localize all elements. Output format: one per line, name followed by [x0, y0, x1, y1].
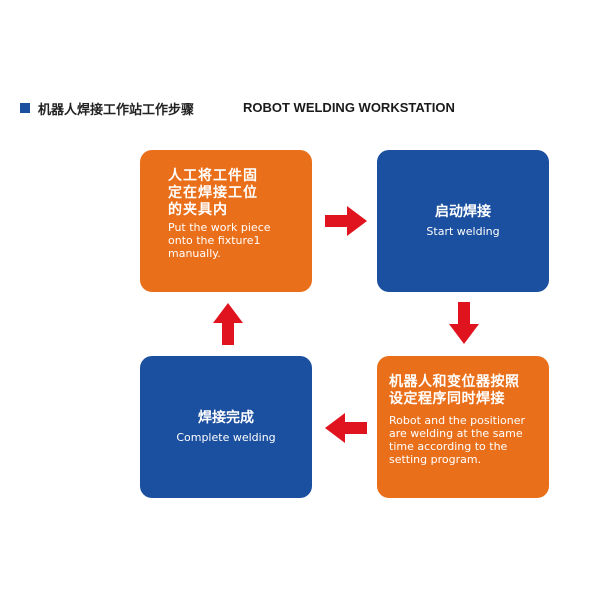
step-3-box: 机器人和变位器按照 设定程序同时焊接 Robot and the positio… — [377, 356, 549, 498]
step-1-title-line: 人工将工件固 — [168, 168, 258, 184]
step-3-text-line: setting program. — [389, 453, 482, 466]
bullet-square-icon — [20, 103, 30, 113]
step-2-title-cn: 启动焊接 — [435, 204, 491, 220]
step-2-text-en: Start welding — [426, 225, 500, 238]
step-1-text-line: onto the fixture1 — [168, 234, 261, 247]
step-4-title-cn: 焊接完成 — [198, 410, 254, 426]
header-title-cn: 机器人焊接工作站工作步骤 — [38, 102, 195, 118]
step-4-box: 焊接完成 Complete welding — [140, 356, 312, 498]
step-3-title-line: 机器人和变位器按照 — [389, 374, 520, 390]
header-title-en: ROBOT WELDING WORKSTATION — [243, 100, 455, 115]
step-1-text-en: Put the work piece onto the fixture1 man… — [168, 221, 302, 260]
step-4-text-en: Complete welding — [176, 431, 276, 444]
arrow-up-icon — [213, 303, 243, 345]
arrow-left-icon — [325, 413, 367, 443]
arrow-right-icon — [325, 206, 367, 236]
step-3-title-cn: 机器人和变位器按照 设定程序同时焊接 — [389, 374, 543, 408]
step-1-title-line: 的夹具内 — [168, 202, 228, 218]
step-1-title-cn: 人工将工件固 定在焊接工位 的夹具内 — [168, 168, 302, 219]
step-3-text-line: time according to the — [389, 440, 508, 453]
step-3-text-line: are welding at the same — [389, 427, 523, 440]
step-1-box: 人工将工件固 定在焊接工位 的夹具内 Put the work piece on… — [140, 150, 312, 292]
step-3-text-line: Robot and the positioner — [389, 414, 526, 427]
step-3-text-en: Robot and the positioner are welding at … — [389, 414, 543, 466]
section-header: 机器人焊接工作站工作步骤 — [20, 98, 194, 118]
step-3-title-line: 设定程序同时焊接 — [389, 391, 505, 407]
step-2-box: 启动焊接 Start welding — [377, 150, 549, 292]
step-1-text-line: manually. — [168, 247, 221, 260]
arrow-down-icon — [449, 302, 479, 344]
step-1-title-line: 定在焊接工位 — [168, 185, 258, 201]
step-1-text-line: Put the work piece — [168, 221, 271, 234]
